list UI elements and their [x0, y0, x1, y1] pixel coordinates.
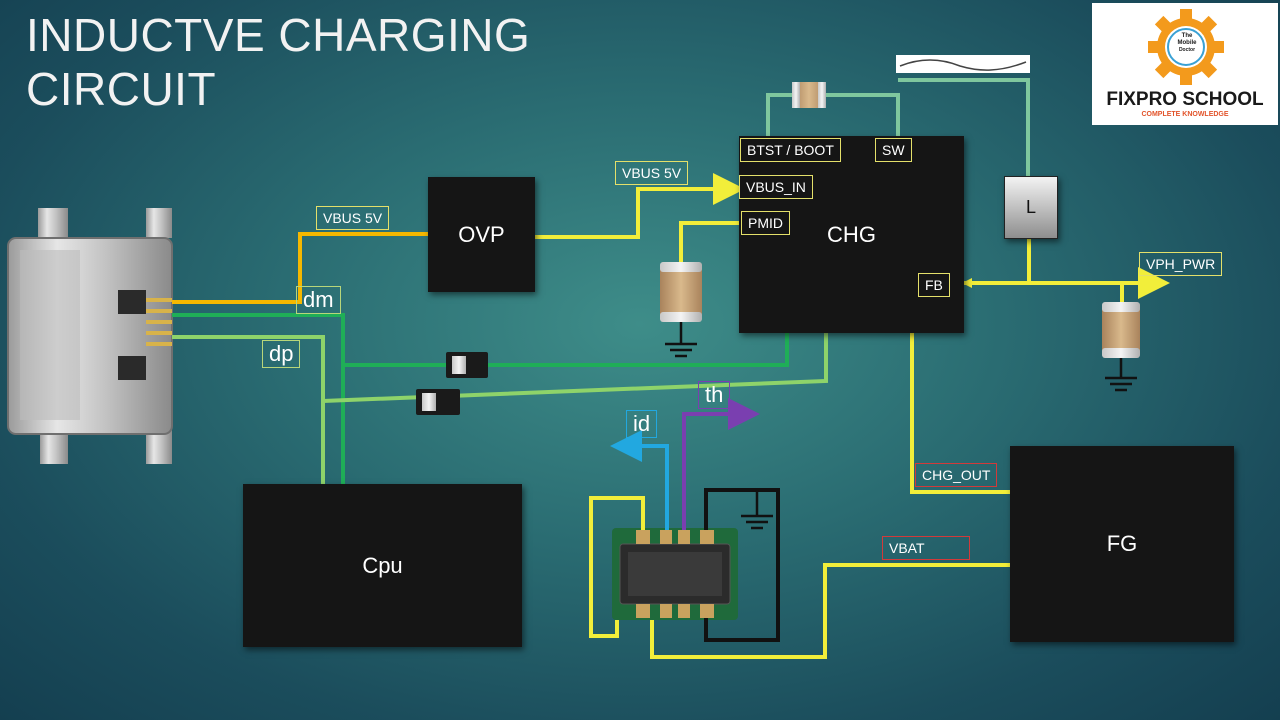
vbus-5v-label-ovp: VBUS 5V [316, 206, 390, 230]
dm-label: dm [296, 286, 341, 314]
vbus-5v-label-chg: VBUS 5V [615, 161, 689, 185]
page-title: INDUCTVE CHARGING CIRCUIT [26, 8, 530, 116]
chg-label: CHG [827, 221, 876, 247]
ground-icon [665, 322, 697, 358]
fb-pin: FB [918, 273, 950, 297]
battery-connector [612, 528, 738, 620]
ovp-block: OVP [428, 177, 535, 292]
cpu-block: Cpu [243, 484, 522, 647]
ground-icon [1105, 358, 1137, 392]
id-label: id [626, 410, 658, 438]
th-label: th [698, 381, 731, 409]
pmid-capacitor [660, 262, 702, 322]
title-line-2: CIRCUIT [26, 63, 217, 115]
fixpro-school-logo: The Mobile Doctor FIXPRO SCHOOL COMPLETE… [1092, 3, 1278, 125]
fg-label: FG [1106, 531, 1138, 556]
btst-boot-pin: BTST / BOOT [740, 138, 841, 162]
logo-tagline: COMPLETE KNOWLEDGE [1141, 111, 1229, 118]
inductor-label: L [1025, 197, 1036, 217]
resistor-dm [446, 352, 488, 378]
resistor-dp [416, 389, 460, 415]
cpu-label: Cpu [362, 552, 403, 578]
fg-block: FG [1010, 446, 1234, 642]
vbat-label: VBAT [882, 536, 970, 560]
pmid-pin: PMID [741, 211, 790, 235]
sw-waveform-icon [896, 55, 1030, 73]
ground-icon [741, 490, 773, 530]
dp-label: dp [262, 340, 301, 368]
logo-name: FIXPRO SCHOOL [1106, 89, 1264, 110]
sw-pin: SW [875, 138, 912, 162]
vbus-in-pin: VBUS_IN [739, 175, 813, 199]
usb-connector [7, 208, 173, 464]
logo-badge: The Mobile Doctor [1177, 33, 1197, 53]
gear-icon [1148, 9, 1224, 85]
vph-pwr-label: VPH_PWR [1139, 252, 1223, 276]
boot-capacitor [792, 82, 826, 108]
inductor-block: L [1004, 176, 1058, 239]
vph-capacitor [1102, 302, 1140, 358]
chg-out-label: CHG_OUT [915, 463, 998, 487]
title-line-1: INDUCTVE CHARGING [26, 9, 531, 61]
ovp-label: OVP [458, 221, 505, 247]
